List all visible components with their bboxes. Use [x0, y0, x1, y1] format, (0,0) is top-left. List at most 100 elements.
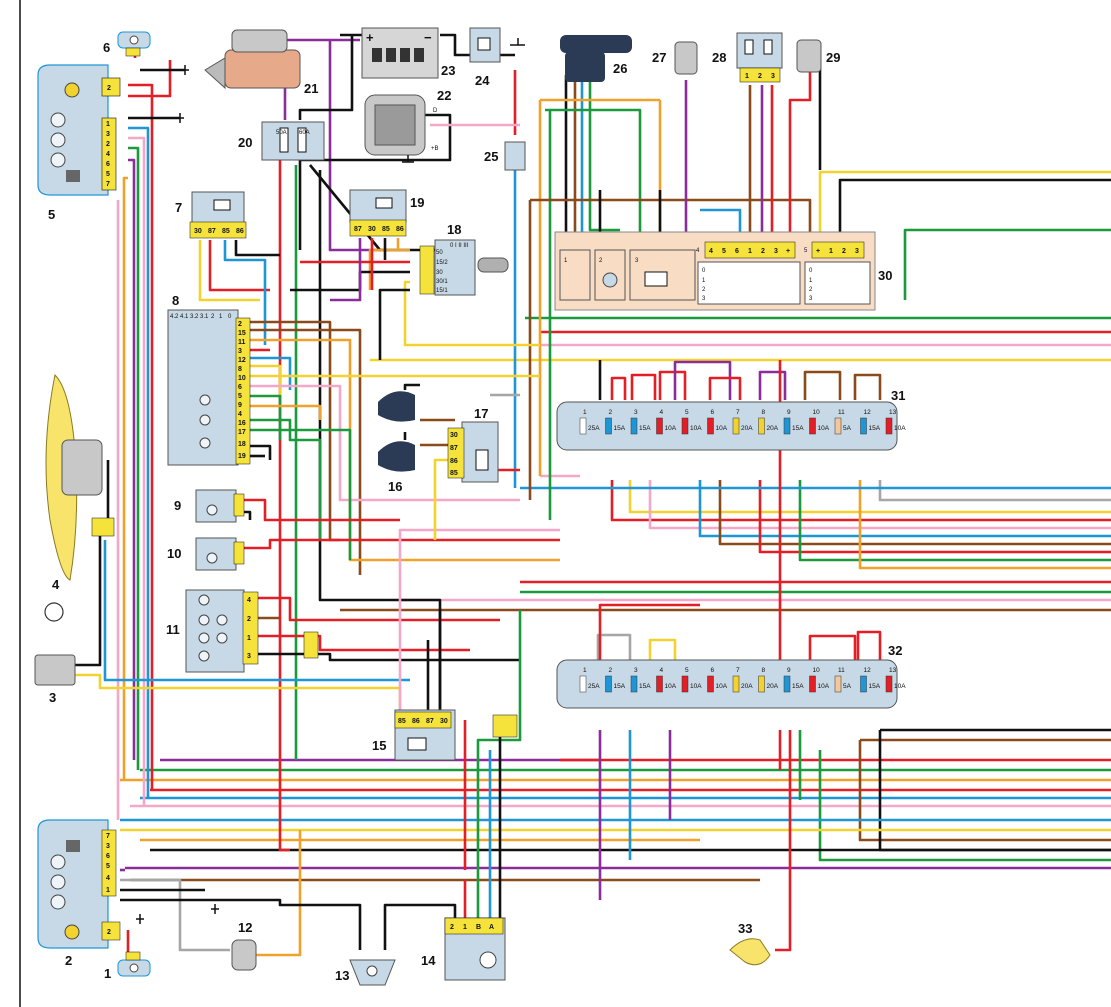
fuse-rating: 15A	[792, 425, 804, 432]
fuse-block-31: 31 125A215A315A410A510A610A720A820A915A1…	[556, 388, 906, 451]
svg-text:60A: 60A	[299, 130, 310, 136]
svg-text:3: 3	[702, 296, 706, 302]
svg-text:15: 15	[238, 330, 246, 337]
svg-text:3: 3	[771, 73, 775, 80]
fuse	[707, 417, 714, 435]
switch-8-pins: 2 15 11 3 12 8 10 6 5 9 4 16 17 18 19	[235, 317, 251, 465]
fuse-rating: 10A	[665, 683, 677, 690]
fuse-number: 7	[736, 667, 740, 674]
fuse-number: 3	[634, 667, 638, 674]
svg-text:85: 85	[450, 470, 458, 477]
label-28: 28	[712, 50, 726, 65]
headlight-2-pins: 7 3 6 5 4 1 2	[101, 829, 121, 941]
fuse-number: 13	[889, 667, 897, 674]
svg-text:2: 2	[238, 321, 242, 328]
svg-text:50A: 50A	[276, 130, 287, 136]
svg-text:30: 30	[450, 432, 458, 439]
fuse-number: 6	[711, 409, 715, 416]
fuse-rating: 20A	[767, 683, 779, 690]
svg-text:2: 2	[761, 248, 765, 255]
svg-text:1: 1	[219, 314, 223, 320]
headlight-2: 7 3 6 5 4 1 2 2	[37, 819, 121, 968]
svg-text:8: 8	[238, 366, 242, 373]
svg-text:3: 3	[238, 348, 242, 355]
label-13: 13	[335, 968, 349, 983]
fuse	[860, 675, 867, 693]
svg-text:1: 1	[106, 887, 110, 894]
svg-text:4.1: 4.1	[180, 314, 189, 320]
svg-text:4: 4	[709, 248, 713, 255]
fuse-rating: 5A	[843, 425, 852, 432]
svg-text:2: 2	[247, 616, 251, 623]
switch-9: 9	[174, 489, 245, 523]
svg-text:5: 5	[722, 248, 726, 255]
fuse	[758, 675, 765, 693]
svg-text:85: 85	[382, 226, 390, 233]
label-18: 18	[447, 222, 461, 237]
label-12: 12	[238, 920, 252, 935]
svg-text:+B: +B	[431, 146, 439, 152]
svg-text:D: D	[433, 108, 438, 114]
fuse-rating: 20A	[741, 683, 753, 690]
svg-text:86: 86	[236, 228, 244, 235]
starter-21: 21	[204, 29, 318, 96]
label-33: 33	[738, 921, 752, 936]
svg-text:5: 5	[804, 248, 808, 254]
svg-text:−: −	[424, 30, 432, 45]
svg-text:7: 7	[106, 833, 110, 840]
label-31: 31	[891, 388, 905, 403]
svg-text:1: 1	[702, 278, 706, 284]
fuse	[681, 675, 689, 693]
svg-text:3: 3	[106, 131, 110, 138]
relay-24: 24	[469, 27, 525, 88]
fuse	[630, 417, 638, 435]
svg-text:4: 4	[696, 248, 700, 254]
svg-text:4: 4	[247, 597, 251, 604]
fuse-number: 12	[864, 667, 872, 674]
svg-text:7: 7	[106, 181, 110, 188]
fuse	[783, 417, 791, 435]
fuse-rating: 15A	[614, 425, 626, 432]
sensor-29: 29	[796, 39, 840, 73]
svg-text:4.2: 4.2	[170, 314, 179, 320]
lamp-6: 6	[103, 31, 189, 123]
label-14: 14	[421, 953, 436, 968]
label-11: 11	[166, 622, 180, 637]
fuse-number: 2	[609, 667, 613, 674]
fuse	[579, 675, 587, 693]
fuse-number: 5	[685, 409, 689, 416]
svg-text:3: 3	[809, 296, 813, 302]
fuse-number: 8	[762, 409, 766, 416]
svg-text:12: 12	[238, 357, 246, 364]
fuse-number: 13	[889, 409, 897, 416]
svg-text:4: 4	[106, 151, 110, 158]
svg-text:1: 1	[809, 278, 813, 284]
fuse	[579, 417, 587, 435]
svg-text:86: 86	[450, 458, 458, 465]
fuse	[605, 417, 612, 435]
fuse	[860, 417, 867, 435]
sensor-12: 12	[231, 920, 257, 971]
wire-layer	[60, 33, 1111, 957]
svg-text:3: 3	[855, 248, 859, 255]
switch-28: 1 2 3 28	[712, 32, 783, 83]
svg-text:2: 2	[842, 248, 846, 255]
svg-text:15/2: 15/2	[436, 260, 448, 266]
fuse-rating: 15A	[639, 425, 651, 432]
relay-17: 30 87 86 85 17	[447, 406, 499, 483]
svg-text:30: 30	[436, 270, 443, 276]
label-30: 30	[878, 268, 892, 283]
svg-text:1: 1	[748, 248, 752, 255]
fuse-number: 1	[583, 667, 587, 674]
fuse-number: 9	[787, 409, 791, 416]
switch-10: 10	[167, 537, 245, 571]
warning-cluster-11: 4 2 1 3 11	[166, 589, 319, 673]
svg-text:5: 5	[238, 393, 242, 400]
label-9: 9	[174, 498, 181, 513]
fuse-number: 8	[762, 667, 766, 674]
washer-motor-13: 13	[335, 959, 396, 986]
svg-text:5: 5	[106, 863, 110, 870]
switch-30-pins-a: 4 5 6 1 2 3 +	[704, 241, 796, 259]
svg-text:50: 50	[436, 250, 443, 256]
svg-text:30/1: 30/1	[436, 279, 448, 285]
